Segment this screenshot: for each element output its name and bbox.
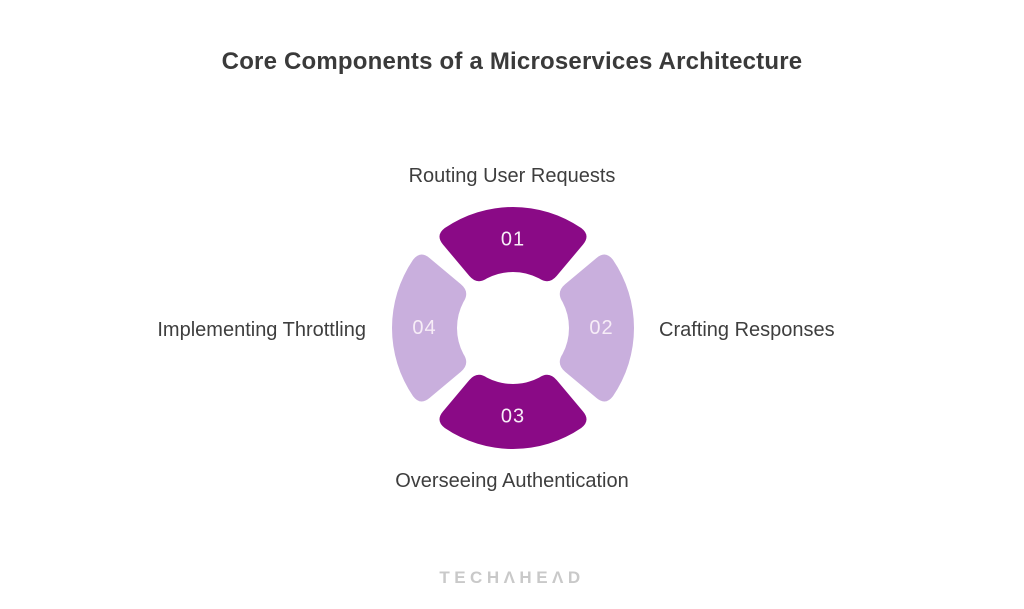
page-title: Core Components of a Microservices Archi…: [221, 48, 803, 75]
segment-label-implementing-throttling: Implementing Throttling: [157, 319, 366, 341]
segment-number-02: 02: [589, 317, 613, 339]
donut-segment-01: [439, 206, 587, 282]
segment-label-crafting-responses: Crafting Responses: [659, 319, 835, 341]
segment-number-04: 04: [412, 317, 436, 339]
donut-segment-03: [439, 374, 587, 450]
donut-segment-04: [391, 254, 467, 402]
segment-label-routing-user-requests: Routing User Requests: [408, 165, 616, 187]
segment-label-overseeing-authentication: Overseeing Authentication: [395, 470, 629, 492]
segment-number-01: 01: [501, 229, 525, 251]
techahead-logo: TECHΛHEΛD: [439, 568, 585, 587]
segment-number-03: 03: [501, 406, 525, 428]
donut-segment-02: [559, 254, 635, 402]
